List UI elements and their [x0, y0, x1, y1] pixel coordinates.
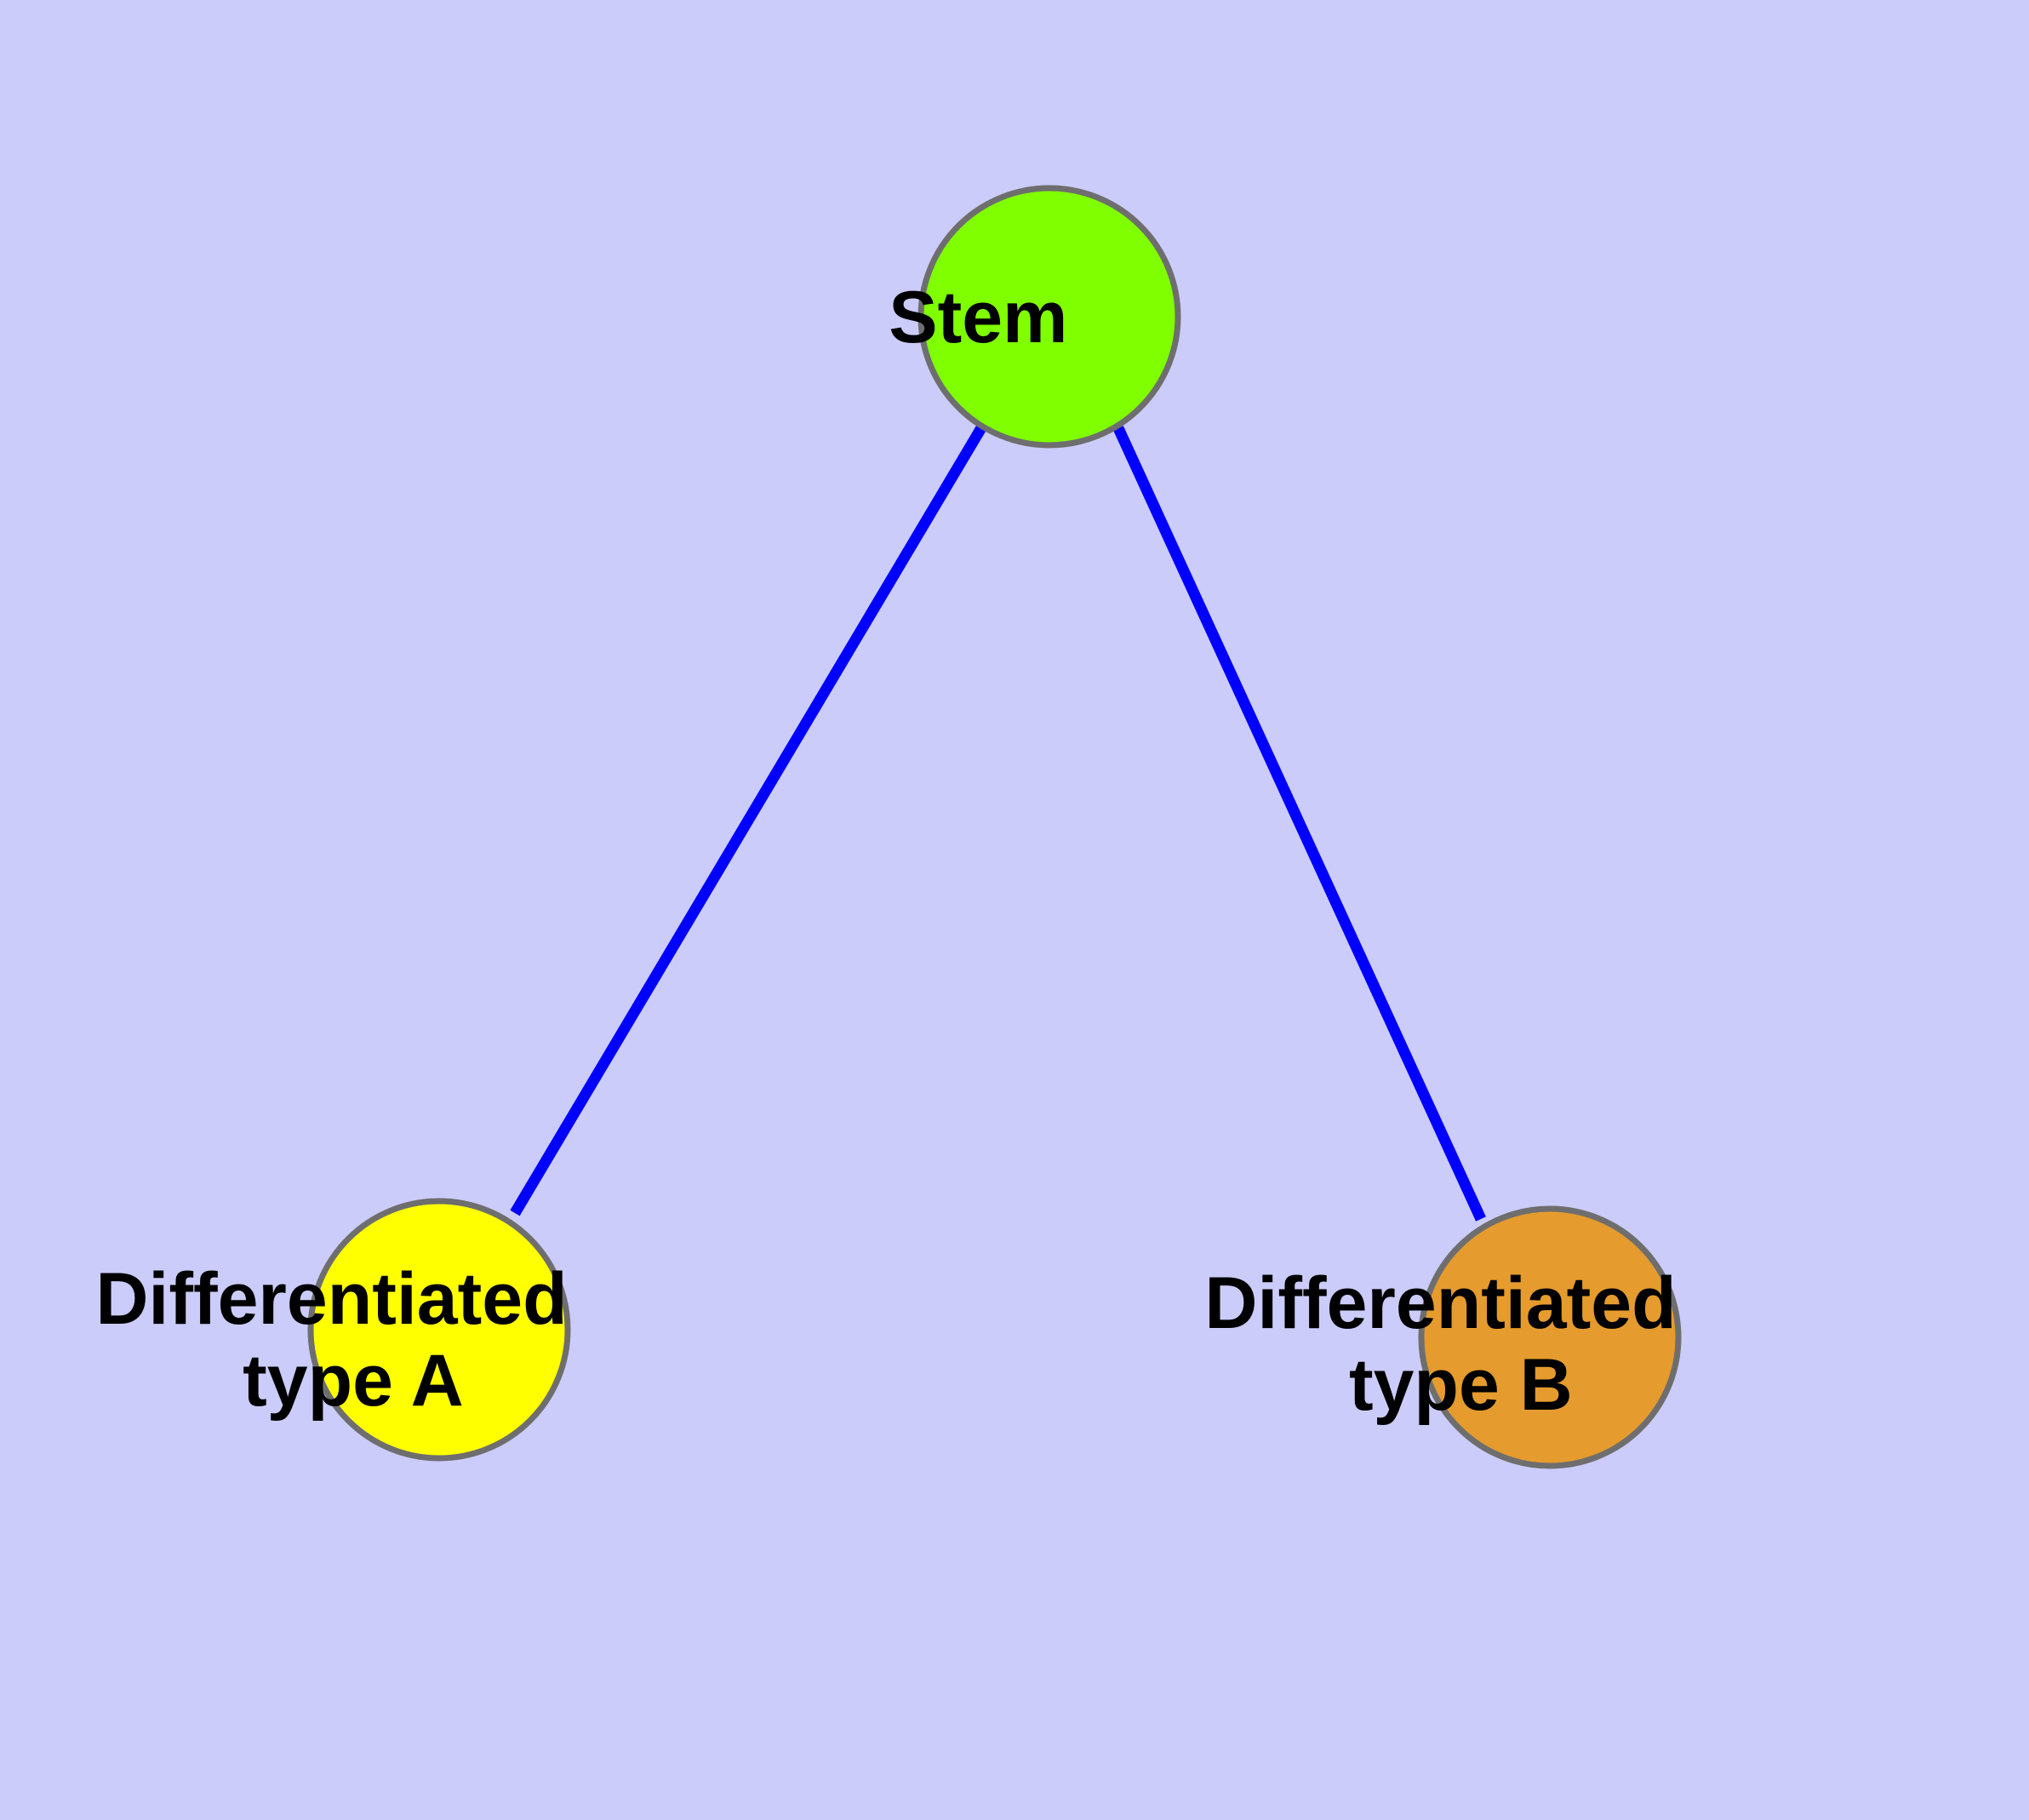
node-differentiated-type-b[interactable]	[1418, 1205, 1682, 1469]
node-stem[interactable]	[917, 185, 1181, 449]
node-stem-label: Stem	[889, 277, 1210, 358]
node-differentiated-type-a[interactable]	[307, 1198, 571, 1462]
node-differentiated-type-a-label-line-1: Differentiated	[95, 1258, 567, 1340]
node-differentiated-type-b-circle[interactable]	[1418, 1205, 1682, 1469]
node-differentiated-type-a-label: Differentiated type A	[95, 1258, 750, 1422]
node-differentiated-type-b-label-line-1: Differentiated	[1204, 1262, 1676, 1344]
node-differentiated-type-b-label: Differentiated type B	[1204, 1262, 1859, 1426]
node-differentiated-type-b-label-line-2: type B	[1349, 1344, 1573, 1426]
nodes-layer	[307, 185, 1682, 1469]
edge-stem-to-differentiated-type-a[interactable]	[510, 423, 987, 1216]
edge-stem-to-differentiated-type-b[interactable]	[1113, 426, 1486, 1222]
node-stem-label-line-1: Stem	[889, 277, 1067, 358]
edges-layer	[510, 423, 1486, 1222]
node-stem-circle[interactable]	[917, 185, 1181, 449]
labels-layer: Stem Differentiated type A Differentiate…	[95, 277, 1859, 1426]
node-differentiated-type-a-circle[interactable]	[307, 1198, 571, 1462]
node-differentiated-type-a-label-line-2: type A	[243, 1340, 462, 1422]
